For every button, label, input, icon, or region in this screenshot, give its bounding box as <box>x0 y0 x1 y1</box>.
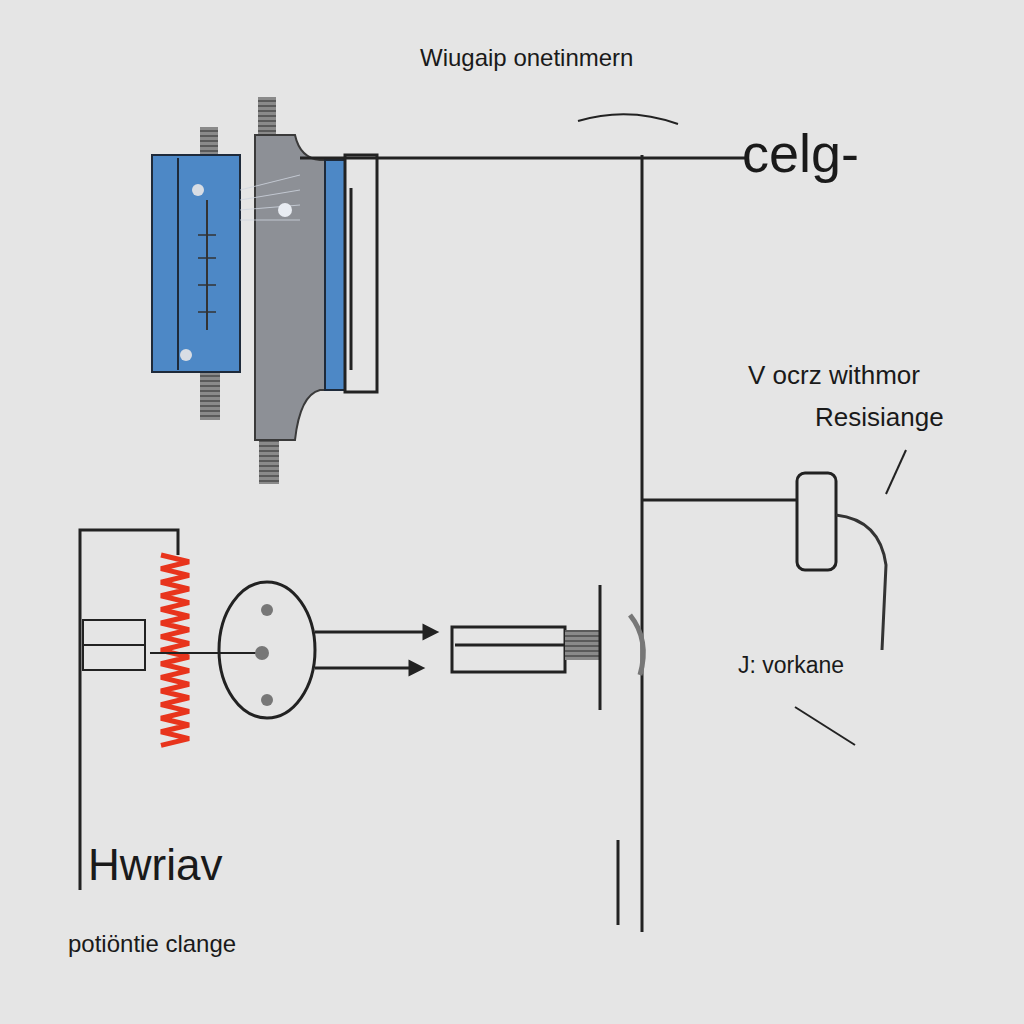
core-ticks <box>198 235 216 312</box>
arrows <box>315 626 436 674</box>
spring-coil <box>161 555 189 745</box>
bracket <box>630 615 643 675</box>
part-label: Resisiange <box>815 403 944 433</box>
magnet-block <box>152 155 240 372</box>
blue-plate <box>325 160 345 390</box>
wire <box>150 652 262 654</box>
bolt <box>259 440 279 484</box>
plate-frame <box>345 155 377 392</box>
signal-label: celg- <box>742 122 859 184</box>
title-text: Wiugaip onetinmern <box>420 44 633 72</box>
flange-plate <box>255 135 325 440</box>
block-edge <box>177 158 179 370</box>
part-label: V ocrz withmor <box>748 361 920 391</box>
plate-line <box>599 585 602 710</box>
plate-line <box>350 188 353 370</box>
fine-wires <box>240 175 300 220</box>
wire <box>300 157 745 160</box>
dot <box>180 349 192 361</box>
resistor-lead <box>836 515 886 650</box>
leader-line <box>795 707 855 745</box>
bolt <box>200 127 218 157</box>
resistor-symbol <box>797 473 836 570</box>
socket-outline <box>219 582 315 718</box>
plug-thread <box>565 630 600 660</box>
note-label: potiöntie clange <box>68 930 236 958</box>
wire <box>642 499 796 502</box>
plug-body <box>452 627 565 672</box>
part-label: J: vorkane <box>738 652 844 678</box>
part-label: Hwriav <box>88 840 222 891</box>
pin <box>261 694 273 706</box>
terminal-block <box>83 620 145 670</box>
leader-line <box>886 450 906 494</box>
ground-mark <box>617 840 620 925</box>
pin <box>261 604 273 616</box>
core-line <box>206 200 208 330</box>
bolt <box>258 97 276 137</box>
pin <box>255 646 269 660</box>
dot <box>192 184 204 196</box>
wire <box>641 155 644 932</box>
dot <box>278 203 292 217</box>
terminal-line <box>83 644 145 646</box>
bolt <box>200 370 220 420</box>
title-arc <box>578 114 678 124</box>
